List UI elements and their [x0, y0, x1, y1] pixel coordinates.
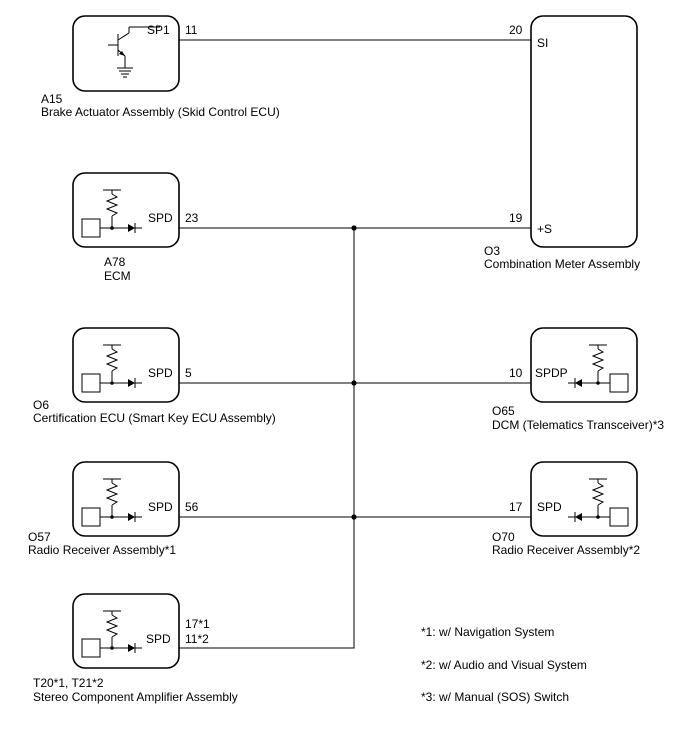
footnote: *2: w/ Audio and Visual System [421, 658, 587, 672]
component-code: O57 [28, 530, 51, 544]
pin-label: SPD [148, 500, 173, 514]
resistor-diode-icon [81, 610, 142, 658]
ground-icon [117, 67, 133, 78]
component-code: O70 [492, 530, 515, 544]
resistor-diode-icon [568, 344, 629, 393]
component-name: Combination Meter Assembly [484, 257, 640, 271]
component-o57: SPD O57 Radio Receiver Assembly*1 [28, 461, 180, 557]
wire-number: 56 [185, 500, 199, 514]
junction-dot [351, 514, 357, 520]
pin-label: SPD [537, 500, 562, 514]
component-name: Brake Actuator Assembly (Skid Control EC… [41, 105, 280, 119]
component-o6: SPD O6 Certification ECU (Smart Key ECU … [33, 327, 276, 425]
component-name: Radio Receiver Assembly*2 [492, 543, 640, 557]
component-a15: SP1 A15 Brake Actuator Assembly (Skid Co… [41, 15, 280, 119]
resistor-diode-icon [81, 478, 142, 527]
pin-label: SP1 [147, 23, 170, 37]
component-a78: SPD A78 ECM [72, 172, 180, 283]
component-name: Radio Receiver Assembly*1 [28, 543, 176, 557]
footnote: *1: w/ Navigation System [421, 625, 554, 639]
component-name: DCM (Telematics Transceiver)*3 [492, 418, 664, 432]
wire-number: 17*1 [185, 617, 210, 631]
resistor-diode-icon [81, 344, 142, 393]
resistor-diode-icon [81, 189, 142, 238]
component-code: A78 [104, 255, 126, 269]
wire-number: 5 [185, 366, 192, 380]
component-t20: SPD T20*1, T21*2 Stereo Component Amplif… [33, 593, 238, 704]
component-o3: SI +S O3 Combination Meter Assembly [484, 15, 640, 271]
pin-label: SPD [148, 211, 173, 225]
component-code: O65 [492, 404, 515, 418]
wire-number: 10 [509, 366, 523, 380]
wire-number: 11 [185, 23, 198, 37]
junction-dot [351, 380, 357, 386]
component-code: O6 [33, 398, 49, 412]
pin-label: SPD [146, 632, 171, 646]
wire-number: 17 [509, 500, 523, 514]
wire-number: 23 [185, 211, 199, 225]
component-code: O3 [484, 244, 500, 258]
component-code: T20*1, T21*2 [33, 676, 104, 690]
component-name: Stereo Component Amplifier Assembly [33, 690, 238, 704]
component-o65: SPDP O65 DCM (Telematics Transceiver)*3 [492, 327, 664, 432]
pin-label: SPD [148, 366, 173, 380]
pin-label: SPDP [535, 366, 568, 380]
footnote: *3: w/ Manual (SOS) Switch [421, 690, 569, 704]
component-name: Certification ECU (Smart Key ECU Assembl… [33, 411, 276, 425]
resistor-diode-icon [568, 478, 629, 527]
wire-number: 20 [509, 23, 523, 37]
wire-spd-t20 [179, 228, 355, 649]
pin-label: +S [537, 222, 552, 236]
component-o70: SPD O70 Radio Receiver Assembly*2 [492, 461, 640, 557]
transistor-icon [108, 26, 160, 78]
pin-label: SI [537, 36, 548, 50]
wire-number: 19 [509, 211, 523, 225]
wire-number: 11*2 [185, 632, 209, 646]
component-code: A15 [41, 92, 63, 106]
junction-dot [351, 225, 357, 231]
component-name: ECM [104, 269, 131, 283]
